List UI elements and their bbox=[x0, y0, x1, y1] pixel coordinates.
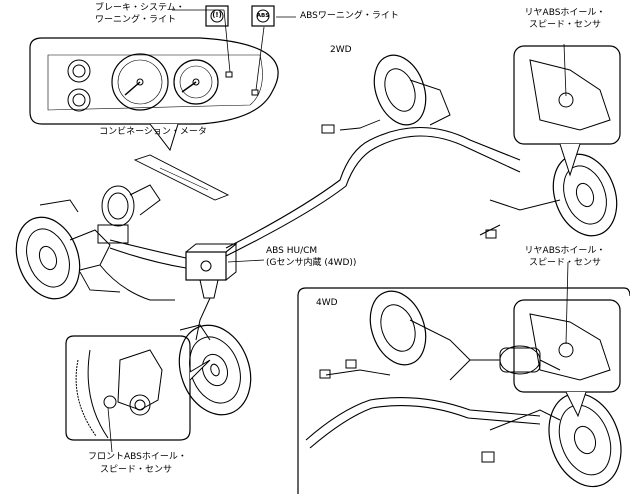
front-sensor-inset bbox=[65, 335, 211, 453]
front-sensor-label-line2: スピード・センサ bbox=[100, 465, 173, 475]
brake-warning-label-line2: ワーニング・ライト bbox=[95, 15, 177, 25]
rear-4wd-sensor-label-line2: スピード・センサ bbox=[528, 258, 601, 268]
abs-warning-icon: ABS bbox=[256, 13, 270, 19]
front-right-wheel bbox=[178, 324, 252, 416]
brake-booster bbox=[97, 184, 161, 244]
combination-meter-label: コンビネーション・メータ bbox=[99, 127, 207, 137]
combination-meter-inset bbox=[29, 37, 279, 152]
front-sensor-label-line1: フロントABSホイール・ bbox=[88, 452, 187, 462]
rear-4wd-differential bbox=[470, 345, 561, 375]
rear-2wd-sensor-label-line2: スピード・センサ bbox=[528, 20, 601, 30]
rear-4wd-right-wheel bbox=[481, 392, 622, 488]
rear-2wd-left-wheel bbox=[373, 54, 451, 126]
abs-hydraulic-unit bbox=[185, 242, 265, 299]
brake-warning-icon: (!) bbox=[212, 11, 222, 19]
abs-warning-icon-box bbox=[251, 5, 275, 27]
rear-2wd-right-wheel bbox=[479, 153, 618, 239]
abs-hu-cm-label-line1: ABS HU/CM bbox=[266, 246, 318, 256]
4wd-frame-left bbox=[297, 287, 307, 494]
abs-warning-leader bbox=[255, 26, 265, 91]
brake-warning-icon-box bbox=[205, 5, 229, 27]
section-4wd-label: 4WD bbox=[316, 298, 338, 308]
4wd-frame-top bbox=[306, 287, 630, 297]
brake-warning-label-line1: ブレーキ・システム・ bbox=[95, 3, 185, 13]
rear-2wd-sensor-label-line1: リヤABSホイール・ bbox=[524, 8, 606, 18]
section-2wd-label: 2WD bbox=[330, 45, 352, 55]
abs-warning-label: ABSワーニング・ライト bbox=[300, 11, 399, 21]
front-left-wheel bbox=[15, 199, 111, 300]
abs-hu-cm-label-line2: (Gセンサ内蔵 (4WD)) bbox=[266, 258, 357, 268]
rear-2wd-sensor-inset bbox=[513, 43, 621, 177]
rear-4wd-left-wheel bbox=[369, 290, 471, 381]
rear-4wd-sensor-inset bbox=[513, 261, 621, 418]
rear-4wd-sensor-label-line1: リヤABSホイール・ bbox=[524, 246, 606, 256]
